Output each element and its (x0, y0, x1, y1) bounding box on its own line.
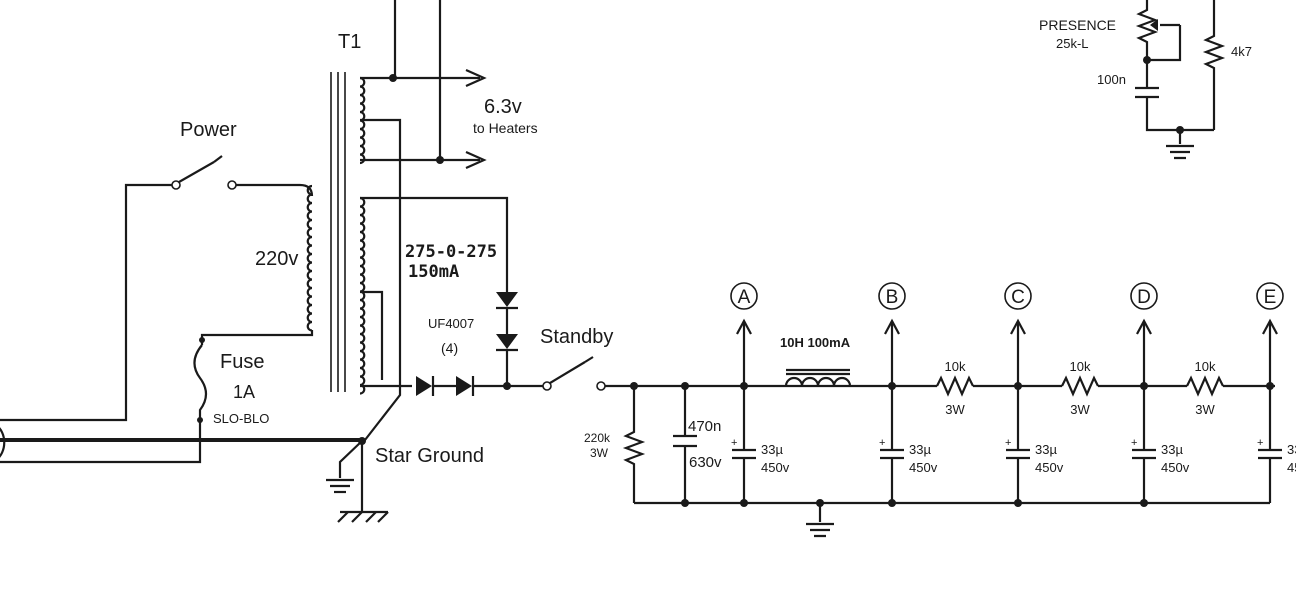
heater-voltage-label: 6.3v (484, 96, 522, 118)
bleeder-resistor (622, 382, 646, 503)
filter-cap-value: 33µ (761, 442, 783, 457)
filter-cap-voltage: 45 (1287, 460, 1296, 475)
ht-node-label: B (886, 287, 899, 308)
svg-text:+: + (731, 437, 737, 449)
filter-cap-voltage: 450v (1161, 460, 1190, 475)
snubber-cap-voltage: 630v (689, 454, 722, 471)
presence-label: PRESENCE (1039, 17, 1116, 33)
snubber-capacitor (673, 382, 697, 503)
heater-winding (359, 0, 487, 441)
series-resistor-watts: 3W (945, 402, 965, 417)
star-ground (326, 437, 389, 523)
series-resistor: 10k 3W (1061, 359, 1099, 417)
ht-node-label: A (738, 287, 751, 308)
series-resistor-value: 10k (945, 359, 966, 374)
svg-text:+: + (879, 437, 885, 449)
ht-node-label: C (1011, 287, 1025, 308)
presence-control (1135, 0, 1226, 160)
filter-cap-voltage: 450v (909, 460, 938, 475)
standby-label: Standby (540, 326, 613, 348)
ht-node-a: A (730, 282, 758, 390)
filter-cap-value: 33µ (1035, 442, 1057, 457)
fuse-label: Fuse (220, 351, 264, 373)
ht-rating-label: 275-0-275 (405, 242, 497, 262)
ht-node-e: E (1256, 282, 1284, 390)
filter-capacitor: +33µ 450v (1005, 386, 1064, 503)
presence-cap-value: 100n (1097, 72, 1126, 87)
filter-cap-voltage: 450v (761, 460, 790, 475)
ht-node-d: D (1130, 282, 1158, 390)
power-label: Power (180, 119, 237, 141)
series-resistor-value: 10k (1070, 359, 1091, 374)
choke-inductor (784, 368, 852, 387)
star-ground-label: Star Ground (375, 445, 484, 467)
filter-capacitor: +33µ 450v (731, 386, 790, 503)
ht-node-label: E (1264, 287, 1277, 308)
series-resistor-value: 10k (1195, 359, 1216, 374)
series-resistor: 10k 3W (936, 359, 974, 417)
ht-current-label: 150mA (408, 262, 459, 282)
filter-capacitor: +33µ 450v (1131, 386, 1190, 503)
series-resistor-watts: 3W (1070, 402, 1090, 417)
presence-value: 25k-L (1056, 36, 1089, 51)
diode-type-label: UF4007 (428, 316, 474, 331)
fuse-type: SLO-BLO (213, 411, 269, 426)
filter-capacitor: +33µ 450v (879, 386, 938, 503)
heater-destination-label: to Heaters (473, 120, 538, 136)
svg-text:+: + (1257, 437, 1263, 449)
filter-capacitor: +33 45 (1257, 386, 1296, 503)
diode-count-label: (4) (441, 340, 458, 356)
fuse (193, 330, 314, 423)
ht-node-label: D (1137, 287, 1151, 308)
series-resistor-watts: 3W (1195, 402, 1215, 417)
filter-cap-value: 33 (1287, 442, 1296, 457)
filter-cap-value: 33µ (1161, 442, 1183, 457)
fuse-rating: 1A (233, 382, 255, 402)
snubber-cap-value: 470n (688, 418, 721, 435)
choke-label: 10H 100mA (780, 335, 851, 350)
transformer-label: T1 (338, 31, 361, 53)
standby-switch (542, 356, 1275, 391)
series-resistor: 10k 3W (1186, 359, 1224, 417)
power-switch (171, 155, 314, 197)
transformer-core (330, 72, 346, 392)
svg-text:+: + (1131, 437, 1137, 449)
svg-text:+: + (1005, 437, 1011, 449)
presence-resistor-value: 4k7 (1231, 44, 1252, 59)
primary-voltage-label: 220v (255, 248, 298, 270)
ht-node-c: C (1004, 282, 1032, 390)
ground-bus (634, 499, 1270, 538)
ht-winding (359, 196, 509, 395)
ht-node-b: B (878, 282, 906, 390)
rectifier-diodes (416, 292, 543, 396)
bleeder-value: 220k (584, 431, 611, 445)
primary-winding (306, 184, 313, 332)
filter-cap-value: 33µ (909, 442, 931, 457)
filter-cap-voltage: 450v (1035, 460, 1064, 475)
bleeder-watts: 3W (590, 446, 609, 460)
mains-cable (0, 183, 360, 464)
